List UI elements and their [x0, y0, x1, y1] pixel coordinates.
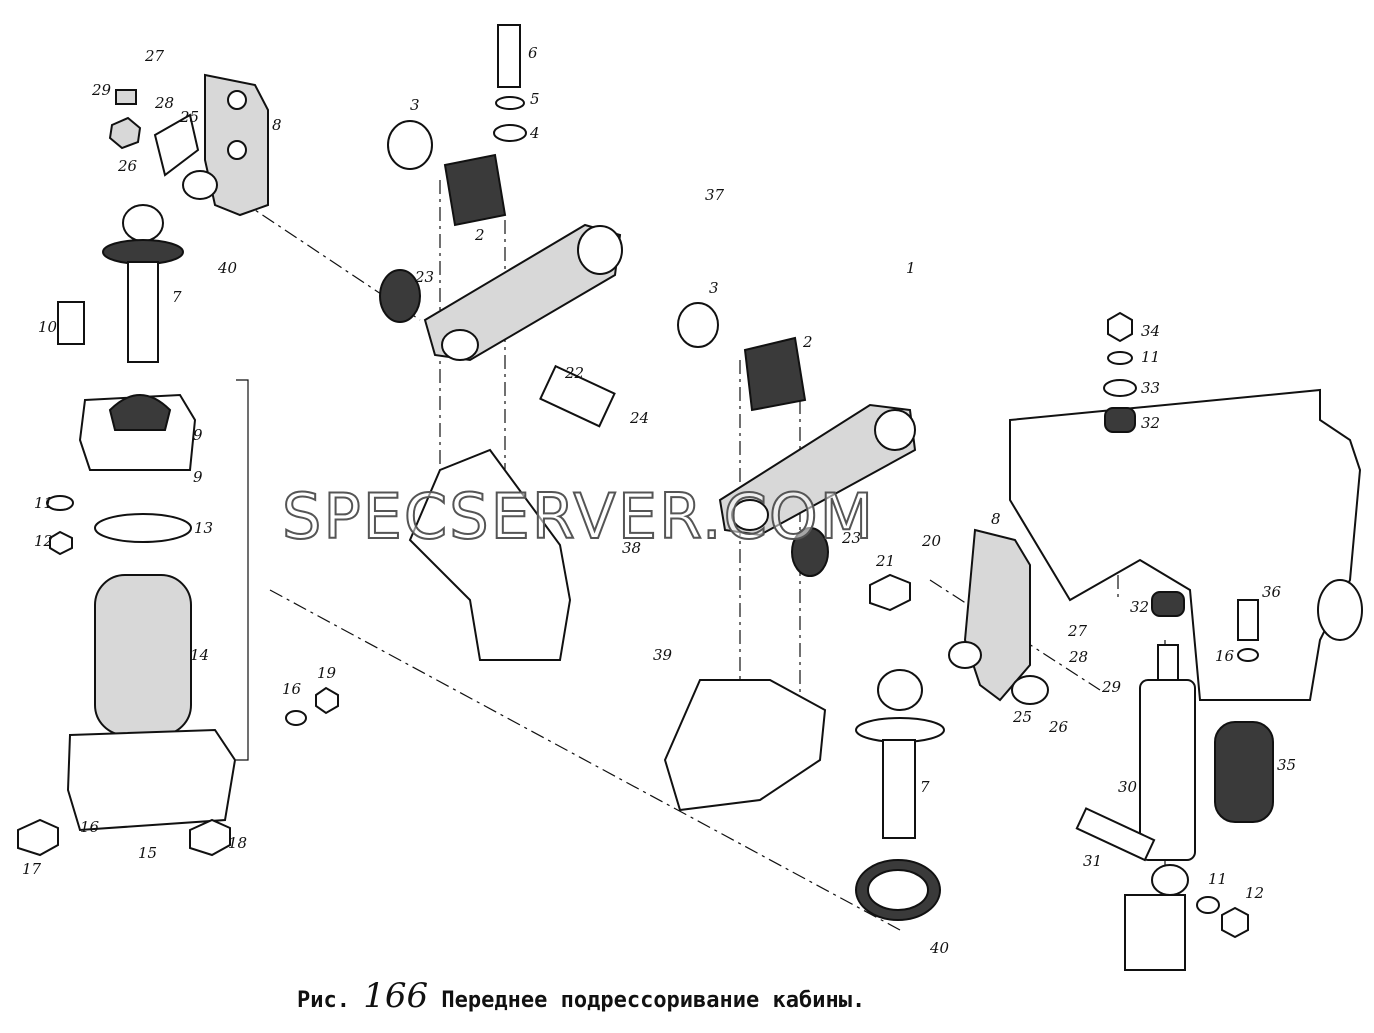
callout: 22 [564, 364, 584, 382]
callout: 37 [705, 186, 725, 204]
right-assembly [855, 311, 1363, 971]
figure-number: 166 [363, 976, 429, 1016]
callout: 1 [906, 259, 916, 277]
callout-labels: 27 29 28 25 26 8 40 7 10 9 9 11 12 13 14… [22, 44, 1296, 957]
callout: 2 [474, 226, 485, 244]
callout: 11 [1141, 348, 1160, 366]
callout: 19 [317, 664, 337, 682]
left-assembly [17, 73, 339, 857]
callout: 36 [1262, 583, 1282, 601]
callout: 6 [528, 44, 538, 62]
callout: 12 [1245, 884, 1264, 902]
callout: 3 [709, 279, 719, 297]
callout: 16 [1215, 647, 1235, 665]
callout: 28 [154, 94, 174, 112]
callout: 23 [414, 268, 434, 286]
watermark: SPECSERVER.COM [281, 479, 876, 554]
callout: 11 [34, 494, 53, 512]
callout: 39 [653, 646, 673, 664]
callout: 16 [282, 680, 302, 698]
callout: 8 [991, 510, 1001, 528]
callout: 32 [1130, 598, 1149, 616]
callout: 25 [1012, 708, 1032, 726]
callout: 20 [921, 532, 942, 550]
callout: 7 [920, 778, 930, 796]
callout: 32 [1141, 414, 1160, 432]
callout: 29 [1101, 678, 1122, 696]
callout: 16 [80, 818, 100, 836]
callout: 12 [34, 532, 53, 550]
callout: 25 [179, 108, 199, 126]
callout: 35 [1277, 756, 1296, 774]
figure-caption: Рис. 166 Переднее подрессоривание кабины… [297, 976, 865, 1016]
caption-prefix: Рис. [297, 988, 350, 1013]
callout: 14 [190, 646, 209, 664]
callout: 33 [1141, 379, 1160, 397]
callout: 24 [629, 409, 649, 427]
callout: 26 [117, 157, 138, 175]
callout: 21 [875, 552, 895, 570]
callout: 9 [193, 426, 203, 444]
callout: 9 [193, 468, 203, 486]
callout: 28 [1068, 648, 1088, 666]
callout: 31 [1083, 852, 1102, 870]
callout: 40 [217, 259, 238, 277]
callout: 13 [194, 519, 213, 537]
callout: 5 [530, 90, 540, 108]
callout: 27 [1067, 622, 1088, 640]
callout: 38 [622, 539, 641, 557]
callout: 7 [172, 288, 182, 306]
callout: 2 [802, 333, 813, 351]
axis-lines [236, 180, 1166, 931]
callout: 29 [91, 81, 112, 99]
callout: 17 [22, 860, 42, 878]
callout: 4 [529, 124, 540, 142]
caption-title: Переднее подрессоривание кабины. [441, 988, 866, 1013]
callout: 27 [144, 47, 165, 65]
centre-assembly [379, 24, 917, 812]
callout: 3 [410, 96, 420, 114]
callout: 30 [1118, 778, 1138, 796]
callout: 23 [841, 529, 861, 547]
callout: 15 [138, 844, 157, 862]
callout: 34 [1141, 322, 1160, 340]
callout: 10 [38, 318, 58, 336]
callout: 11 [1208, 870, 1227, 888]
callout: 26 [1048, 718, 1069, 736]
callout: 8 [272, 116, 282, 134]
callout: 40 [929, 939, 950, 957]
callout: 18 [228, 834, 247, 852]
